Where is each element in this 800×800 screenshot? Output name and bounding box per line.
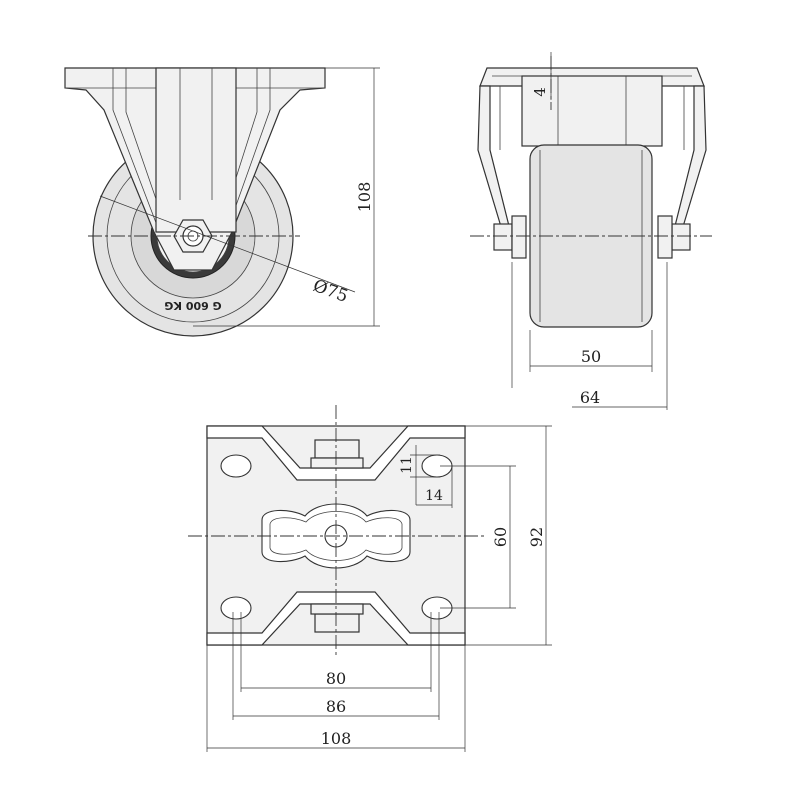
side-bracket-inner-left xyxy=(112,68,159,229)
side-diameter-leader xyxy=(99,195,356,293)
top-slot-height-label: 11 xyxy=(399,456,415,474)
side-bracket-inner-right xyxy=(227,68,271,229)
top-hole-bottom-left xyxy=(220,596,252,620)
top-plate-width-label: 108 xyxy=(321,729,352,748)
side-height-label: 108 xyxy=(355,182,374,213)
front-thickness-label: 4 xyxy=(531,87,549,97)
top-upper-bolt xyxy=(310,457,364,469)
side-diameter-label: Ø75 xyxy=(310,276,350,307)
front-view: 4 50 64 xyxy=(470,52,712,410)
side-view: G 600 KG Ø75 108 xyxy=(64,67,380,337)
front-overall-width-label: 64 xyxy=(580,388,600,407)
front-wheel-width-label: 50 xyxy=(581,347,601,366)
top-upper-nut xyxy=(314,439,360,459)
top-lower-nut xyxy=(314,613,360,633)
top-outer-span-label: 86 xyxy=(326,697,346,716)
side-bracket-stem xyxy=(155,67,237,233)
front-axle-left-nut xyxy=(493,223,513,251)
front-left-leg xyxy=(477,85,513,241)
side-bracket-inner-left-2 xyxy=(125,68,167,229)
front-axle-right-nut xyxy=(671,223,691,251)
top-slot-length-label: 14 xyxy=(425,488,443,504)
front-axle-right-washer xyxy=(657,215,673,259)
top-plate-upper-bend xyxy=(206,425,466,481)
top-center-slot-inner xyxy=(269,511,403,561)
top-plate-height-label: 92 xyxy=(527,527,546,547)
front-axle-left-washer xyxy=(511,215,527,259)
top-view: 11 14 60 92 80 86 108 xyxy=(188,405,552,752)
top-hspacing-label: 80 xyxy=(326,669,346,688)
front-right-leg xyxy=(671,85,707,241)
side-wheel-marking: G 600 KG xyxy=(164,299,221,312)
top-hole-top-left xyxy=(220,454,252,478)
front-stem xyxy=(521,75,663,147)
top-plate-lower-bend xyxy=(206,591,466,646)
top-lower-bolt xyxy=(310,603,364,615)
top-vspacing-label: 60 xyxy=(491,527,510,547)
